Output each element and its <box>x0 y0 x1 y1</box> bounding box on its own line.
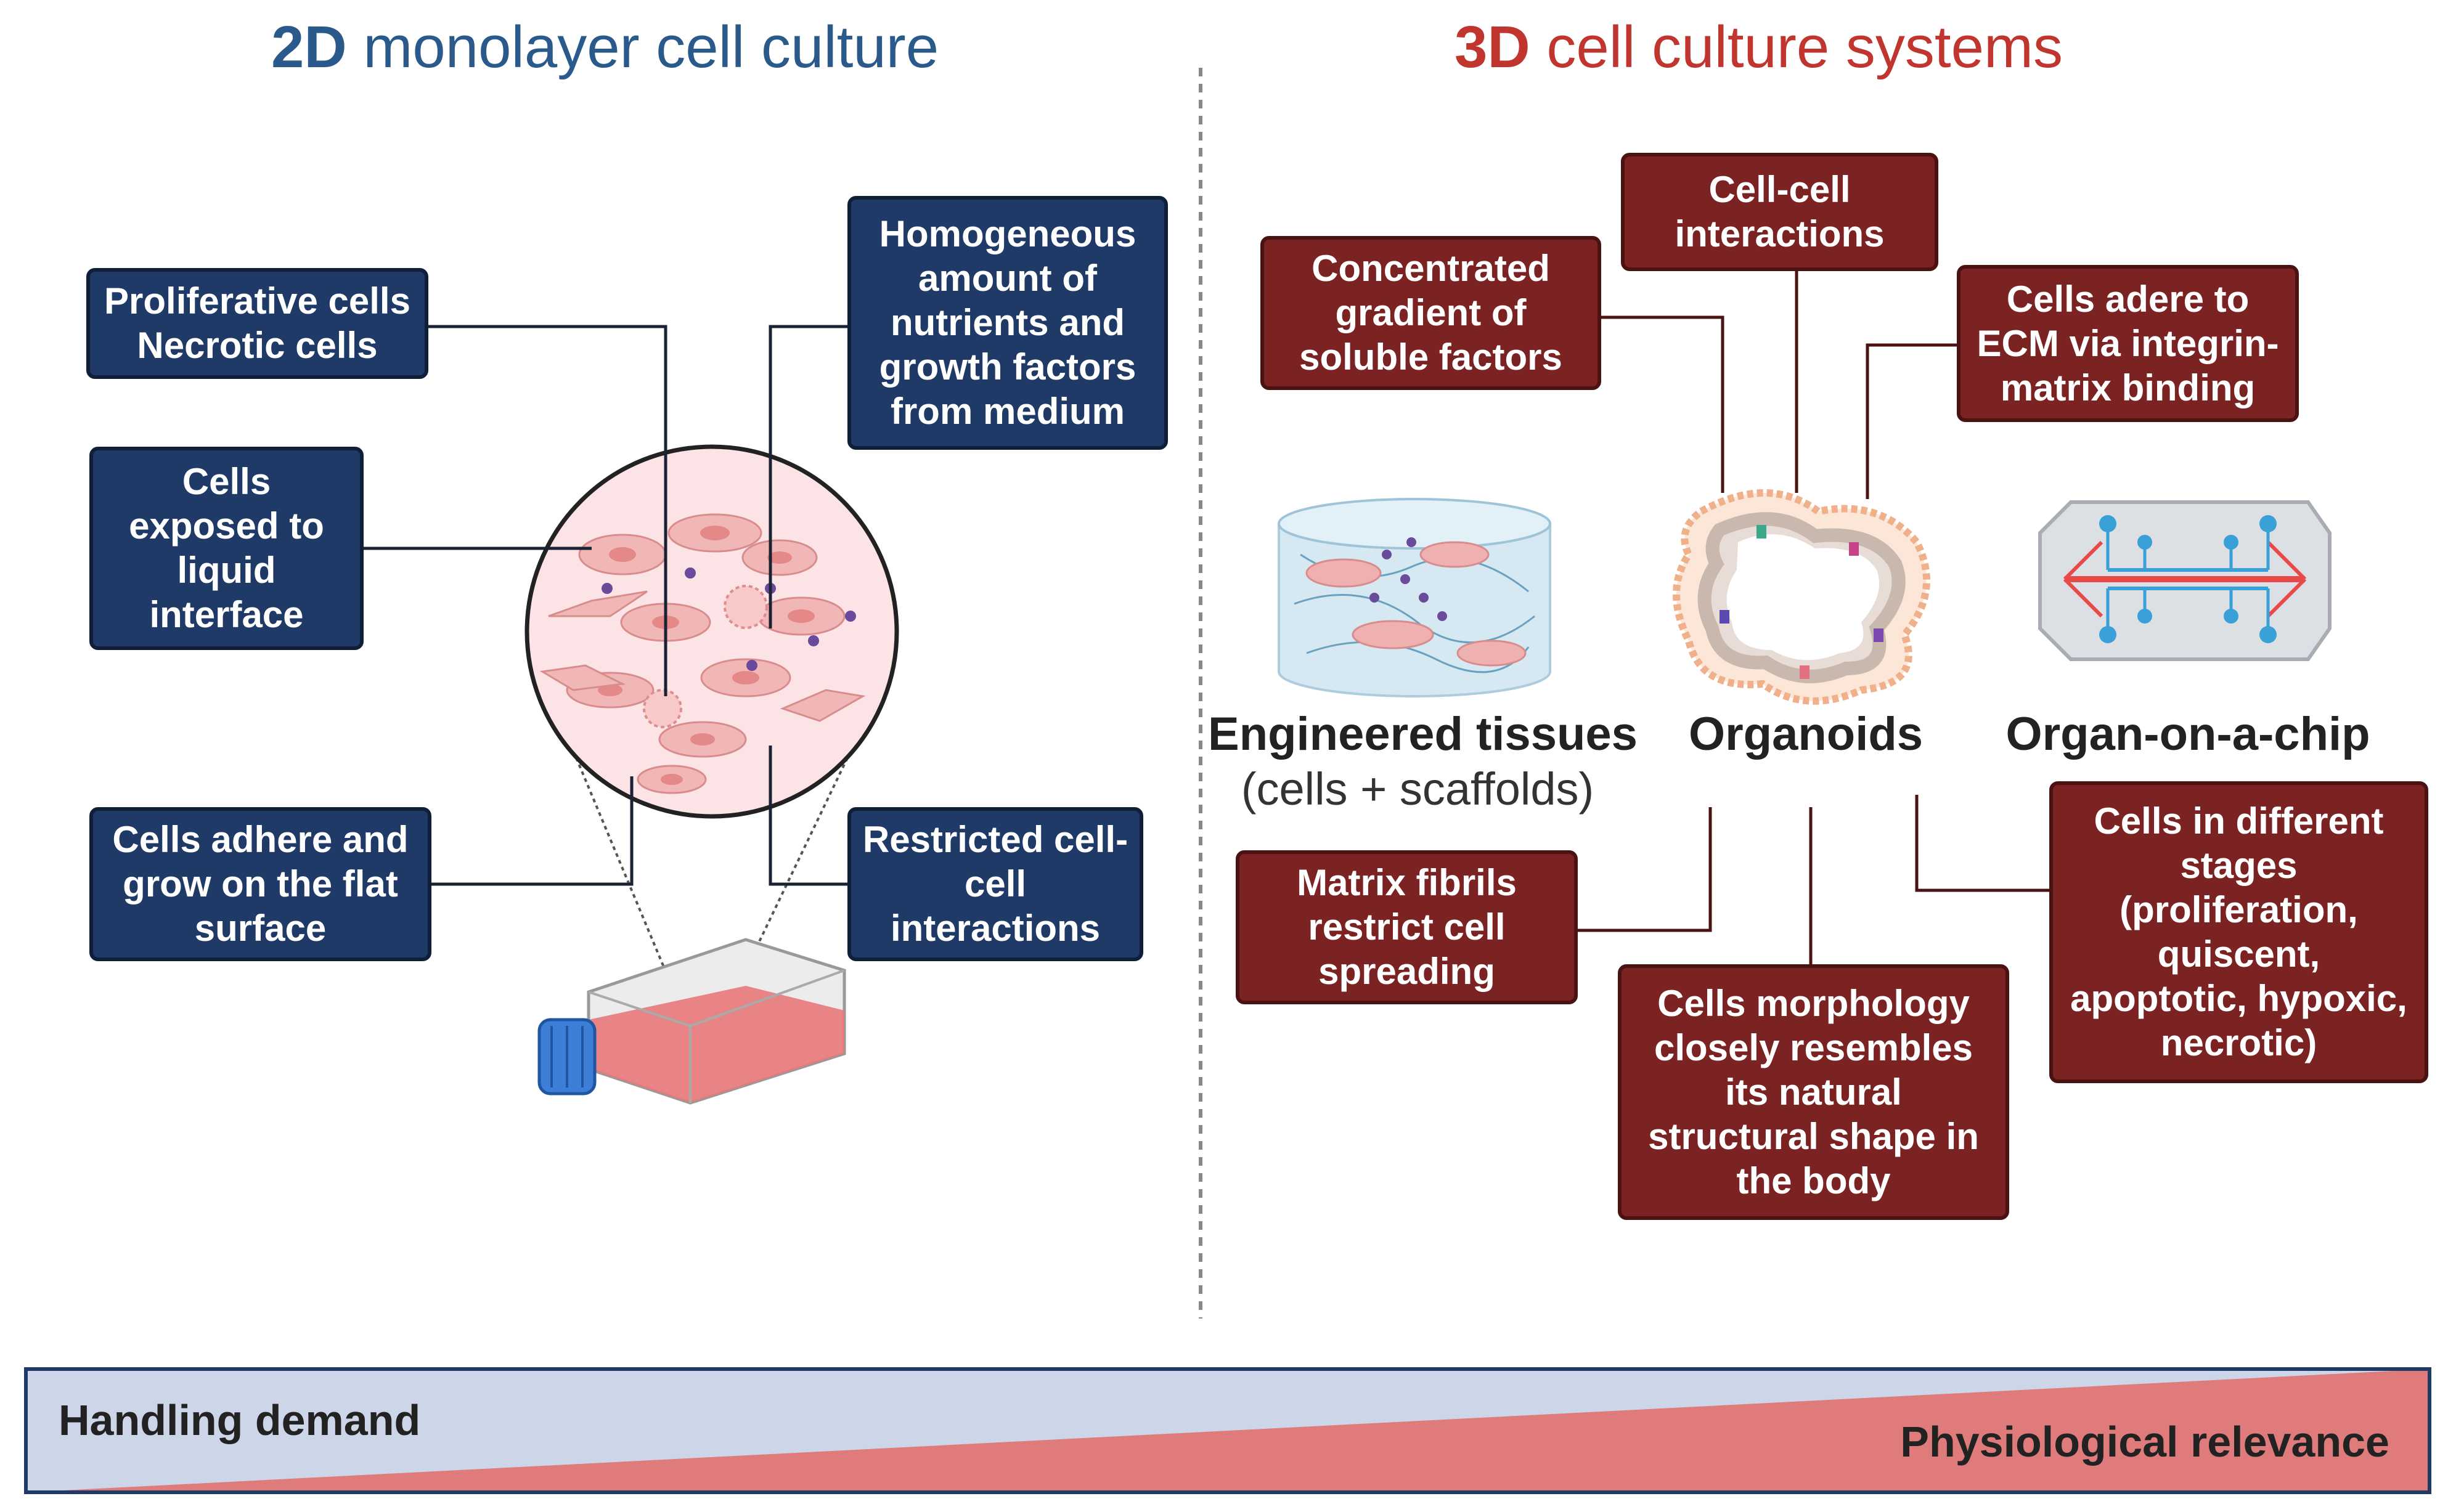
engineered-tissues-label: Engineered tissues <box>1208 708 1638 760</box>
right-title-bold: 3D <box>1455 14 1530 80</box>
cell-monolayer-circle <box>524 444 899 819</box>
box-line: interactions <box>890 908 1101 949</box>
box-line: quiscent, <box>2157 933 2320 975</box>
left-section-title: 2D monolayer cell culture <box>271 14 939 81</box>
box-line: nutrients and <box>890 302 1125 343</box>
organoid-illustration <box>1673 489 1930 705</box>
liquid-interface-box: Cells exposed to liquid interface <box>89 447 364 650</box>
organoids-label: Organoids <box>1688 708 1924 760</box>
box-line: exposed to <box>129 505 324 547</box>
right-section-title: 3D cell culture systems <box>1455 14 2063 81</box>
box-line: Cell-cell <box>1708 169 1851 210</box>
box-line: spreading <box>1318 951 1495 992</box>
box-line: Necrotic cells <box>137 325 378 366</box>
box-line: Matrix fibrils <box>1297 862 1517 903</box>
handling-demand-label: Handling demand <box>59 1396 421 1444</box>
cell-cell-interactions-box: Cell-cell interactions <box>1621 153 1938 271</box>
box-line: Homogeneous <box>879 213 1136 254</box>
culture-flask-illustration <box>537 938 846 1105</box>
box-line: structural shape in <box>1648 1115 1979 1157</box>
cell-stages-box: Cells in different stages (proliferation… <box>2049 781 2428 1083</box>
left-title-bold: 2D <box>271 14 347 80</box>
ecm-binding-box: Cells adere to ECM via integrin- matrix … <box>1957 265 2299 422</box>
box-line: cell <box>964 863 1027 904</box>
proliferative-necrotic-box: Proliferative cells Necrotic cells <box>86 268 428 379</box>
organ-on-a-chip-illustration <box>2038 500 2332 661</box>
left-connectors <box>364 325 847 886</box>
box-line: grow on the flat <box>123 863 398 904</box>
box-line: Cells adere to <box>2006 278 2250 320</box>
box-line: the body <box>1736 1160 1891 1201</box>
box-line: apoptotic, hypoxic, <box>2070 978 2407 1019</box>
box-line: interactions <box>1675 213 1885 254</box>
relevance-bar <box>24 1367 2431 1494</box>
box-line: Restricted cell- <box>862 819 1128 860</box>
restricted-interactions-box: Restricted cell- cell interactions <box>847 807 1143 961</box>
morphology-box: Cells morphology closely resembles its n… <box>1618 964 2009 1220</box>
box-line: from medium <box>890 391 1125 432</box>
box-line: gradient of <box>1335 292 1527 333</box>
box-line: Cells in different <box>2094 800 2384 842</box>
box-line: Cells <box>182 461 271 502</box>
organ-on-a-chip-label: Organ-on-a-chip <box>2005 708 2370 760</box>
box-line: necrotic) <box>2160 1022 2317 1063</box>
box-line: Cells morphology <box>1657 982 1970 1024</box>
engineered-tissues-sublabel: (cells + scaffolds) <box>1241 763 1594 815</box>
left-title-rest: monolayer cell culture <box>346 14 939 80</box>
box-line: Concentrated <box>1312 248 1550 289</box>
box-line: liquid <box>177 550 276 591</box>
box-line: stages <box>2180 845 2298 886</box>
box-line: matrix binding <box>2000 367 2256 408</box>
right-title-rest: cell culture systems <box>1530 14 2063 80</box>
box-line: its natural <box>1725 1071 1902 1113</box>
physiological-relevance-label: Physiological relevance <box>1900 1418 2389 1466</box>
right-connectors <box>1578 271 2049 964</box>
box-line: interface <box>149 594 304 635</box>
box-line: ECM via integrin- <box>1977 322 2279 364</box>
box-line: Cells adhere and <box>112 819 409 860</box>
box-line: soluble factors <box>1299 336 1562 378</box>
flat-surface-box: Cells adhere and grow on the flat surfac… <box>89 807 431 961</box>
box-line: surface <box>194 908 327 949</box>
matrix-fibrils-box: Matrix fibrils restrict cell spreading <box>1236 850 1578 1004</box>
box-line: closely resembles <box>1654 1026 1973 1068</box>
box-line: (proliferation, <box>2120 889 2358 930</box>
soluble-factors-box: Concentrated gradient of soluble factors <box>1260 236 1601 390</box>
engineered-tissue-illustration <box>1278 498 1551 697</box>
homogeneous-nutrients-box: Homogeneous amount of nutrients and grow… <box>847 196 1168 450</box>
box-line: restrict cell <box>1308 906 1506 948</box>
box-line: growth factors <box>879 346 1136 388</box>
zoom-line-left <box>575 757 704 1060</box>
box-line: amount of <box>918 258 1097 299</box>
box-line: Proliferative cells <box>104 280 410 322</box>
